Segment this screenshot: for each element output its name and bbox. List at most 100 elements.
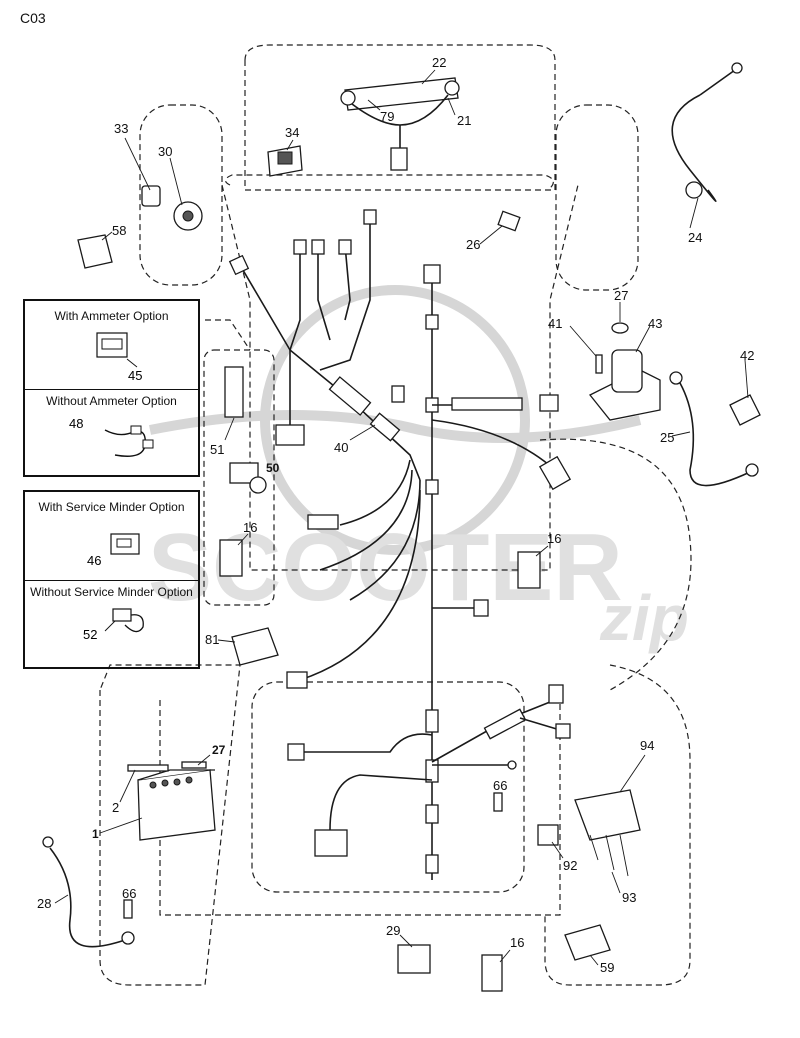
battery bbox=[127, 761, 216, 841]
callout-50: 50 bbox=[266, 461, 280, 475]
option-box-link-outline bbox=[205, 319, 251, 351]
trunk-branch-right-sleeve bbox=[451, 397, 523, 411]
battery-cable-28 bbox=[42, 836, 135, 948]
rear-left-wheel-outline bbox=[99, 664, 241, 986]
callout-66a: 66 bbox=[493, 778, 507, 793]
pto-switch-94 bbox=[574, 789, 641, 841]
starter-solenoid bbox=[588, 322, 661, 421]
battery-cable-24-terminal bbox=[731, 62, 743, 74]
callout-42: 42 bbox=[740, 348, 754, 363]
service-minder-illustration: 46 bbox=[87, 533, 140, 568]
battery-bolt-2 bbox=[127, 764, 169, 772]
callout-46: 46 bbox=[87, 553, 101, 568]
with-service-minder-section: With Service Minder Option 46 bbox=[25, 492, 198, 581]
callout-27b: 27 bbox=[212, 743, 226, 757]
harness-branch-low-2 bbox=[349, 479, 421, 601]
callout-58: 58 bbox=[112, 223, 126, 238]
bolt-66b bbox=[123, 899, 133, 919]
battery-cable-24-ring bbox=[685, 181, 703, 199]
seat-outline bbox=[251, 681, 525, 893]
with-ammeter-section: With Ammeter Option 45 bbox=[25, 301, 198, 390]
harness-branch-low-3 bbox=[299, 489, 421, 681]
rear-branch-ground-ring bbox=[507, 760, 517, 770]
left-deck-outline bbox=[203, 349, 275, 606]
callout-16a: 16 bbox=[243, 520, 257, 535]
pto-switch-rocker bbox=[277, 151, 293, 165]
rear-branch-right-2 bbox=[519, 717, 561, 731]
jumper-illustration: 48 bbox=[69, 416, 154, 457]
rear-frame-outline bbox=[159, 700, 561, 916]
callout-52: 52 bbox=[83, 627, 97, 642]
rear-branch-pto bbox=[329, 774, 433, 831]
callout-27a: 27 bbox=[614, 288, 628, 303]
leader-lines bbox=[54, 69, 749, 966]
callout-29: 29 bbox=[386, 923, 400, 938]
callout-28: 28 bbox=[37, 896, 51, 911]
without-service-minder-title: Without Service Minder Option bbox=[30, 585, 193, 599]
rear-branch-left-plug bbox=[287, 743, 305, 761]
callout-48: 48 bbox=[69, 416, 83, 431]
tractor-outline bbox=[99, 44, 692, 986]
battery-top bbox=[137, 769, 215, 781]
trunk-connector-4 bbox=[425, 479, 439, 495]
without-ammeter-title: Without Ammeter Option bbox=[46, 394, 177, 408]
solenoid-body bbox=[611, 349, 643, 393]
harness-connector-mid bbox=[328, 376, 372, 416]
headlight-left bbox=[340, 90, 356, 106]
harness-branch-low-3-plug bbox=[286, 671, 308, 689]
callout-81: 81 bbox=[205, 632, 219, 647]
harness-connector-top bbox=[391, 385, 405, 403]
watermark-text-2: zip bbox=[599, 582, 689, 654]
battery-cable-24-end bbox=[699, 69, 736, 96]
callout-16b: 16 bbox=[547, 531, 561, 546]
watermark: SCOOTER zip bbox=[148, 285, 689, 654]
bolt-66a bbox=[493, 792, 503, 812]
starter-cable bbox=[669, 371, 761, 487]
starter-cable-wire bbox=[679, 382, 751, 487]
service-minder-option-box: With Service Minder Option 46 Without Se… bbox=[23, 490, 200, 669]
dash-outline bbox=[224, 174, 554, 191]
battery-cell-4 bbox=[185, 776, 193, 784]
battery-cell-1 bbox=[149, 781, 157, 789]
starter-cable-ring-top bbox=[669, 371, 683, 385]
switch-29 bbox=[397, 944, 431, 974]
main-harness bbox=[228, 209, 572, 880]
trunk-connector-top bbox=[423, 264, 441, 284]
harness-connector-b bbox=[311, 239, 325, 255]
harness-branch-low-1 bbox=[319, 469, 413, 571]
headlight-plug bbox=[390, 147, 408, 171]
callout-22: 22 bbox=[432, 55, 446, 70]
part-51-cover bbox=[224, 366, 244, 418]
callout-30: 30 bbox=[158, 144, 172, 159]
seat-switch-16a bbox=[219, 539, 243, 577]
rear-connector-2 bbox=[425, 759, 439, 783]
rear-branch-right-sleeve bbox=[483, 708, 527, 740]
trunk-branch-right-2-plug bbox=[538, 455, 572, 491]
callout-2: 2 bbox=[112, 800, 119, 815]
service-minder-jumper-illustration: 52 bbox=[83, 608, 144, 642]
relay-50 bbox=[229, 462, 267, 494]
callout-25: 25 bbox=[660, 430, 674, 445]
ignition-plug-58 bbox=[77, 234, 113, 269]
callout-40: 40 bbox=[334, 440, 348, 455]
plug-92 bbox=[537, 824, 559, 846]
rear-branch-right-2-plug bbox=[555, 723, 571, 739]
ammeter-option-box: With Ammeter Option 45 Without Ammeter O… bbox=[23, 299, 200, 477]
headlight-right bbox=[444, 80, 460, 96]
seat-switch-16b bbox=[517, 551, 541, 589]
callout-94: 94 bbox=[640, 738, 654, 753]
solenoid-bolt-41 bbox=[595, 354, 603, 374]
seat-switch-16c bbox=[481, 954, 503, 992]
with-ammeter-title: With Ammeter Option bbox=[54, 309, 169, 323]
ammeter-illustration: 45 bbox=[96, 332, 142, 383]
relay-81 bbox=[231, 627, 279, 666]
front-right-wheel-outline bbox=[555, 104, 639, 291]
starter-cable-ring-bottom bbox=[745, 463, 759, 477]
hood-outline bbox=[244, 44, 556, 191]
ignition-key bbox=[141, 185, 161, 207]
callout-21: 21 bbox=[457, 113, 471, 128]
trunk-branch-mid-plug bbox=[473, 599, 489, 617]
trunk-branch-right-plug bbox=[539, 394, 559, 412]
callout-16c: 16 bbox=[510, 935, 524, 950]
